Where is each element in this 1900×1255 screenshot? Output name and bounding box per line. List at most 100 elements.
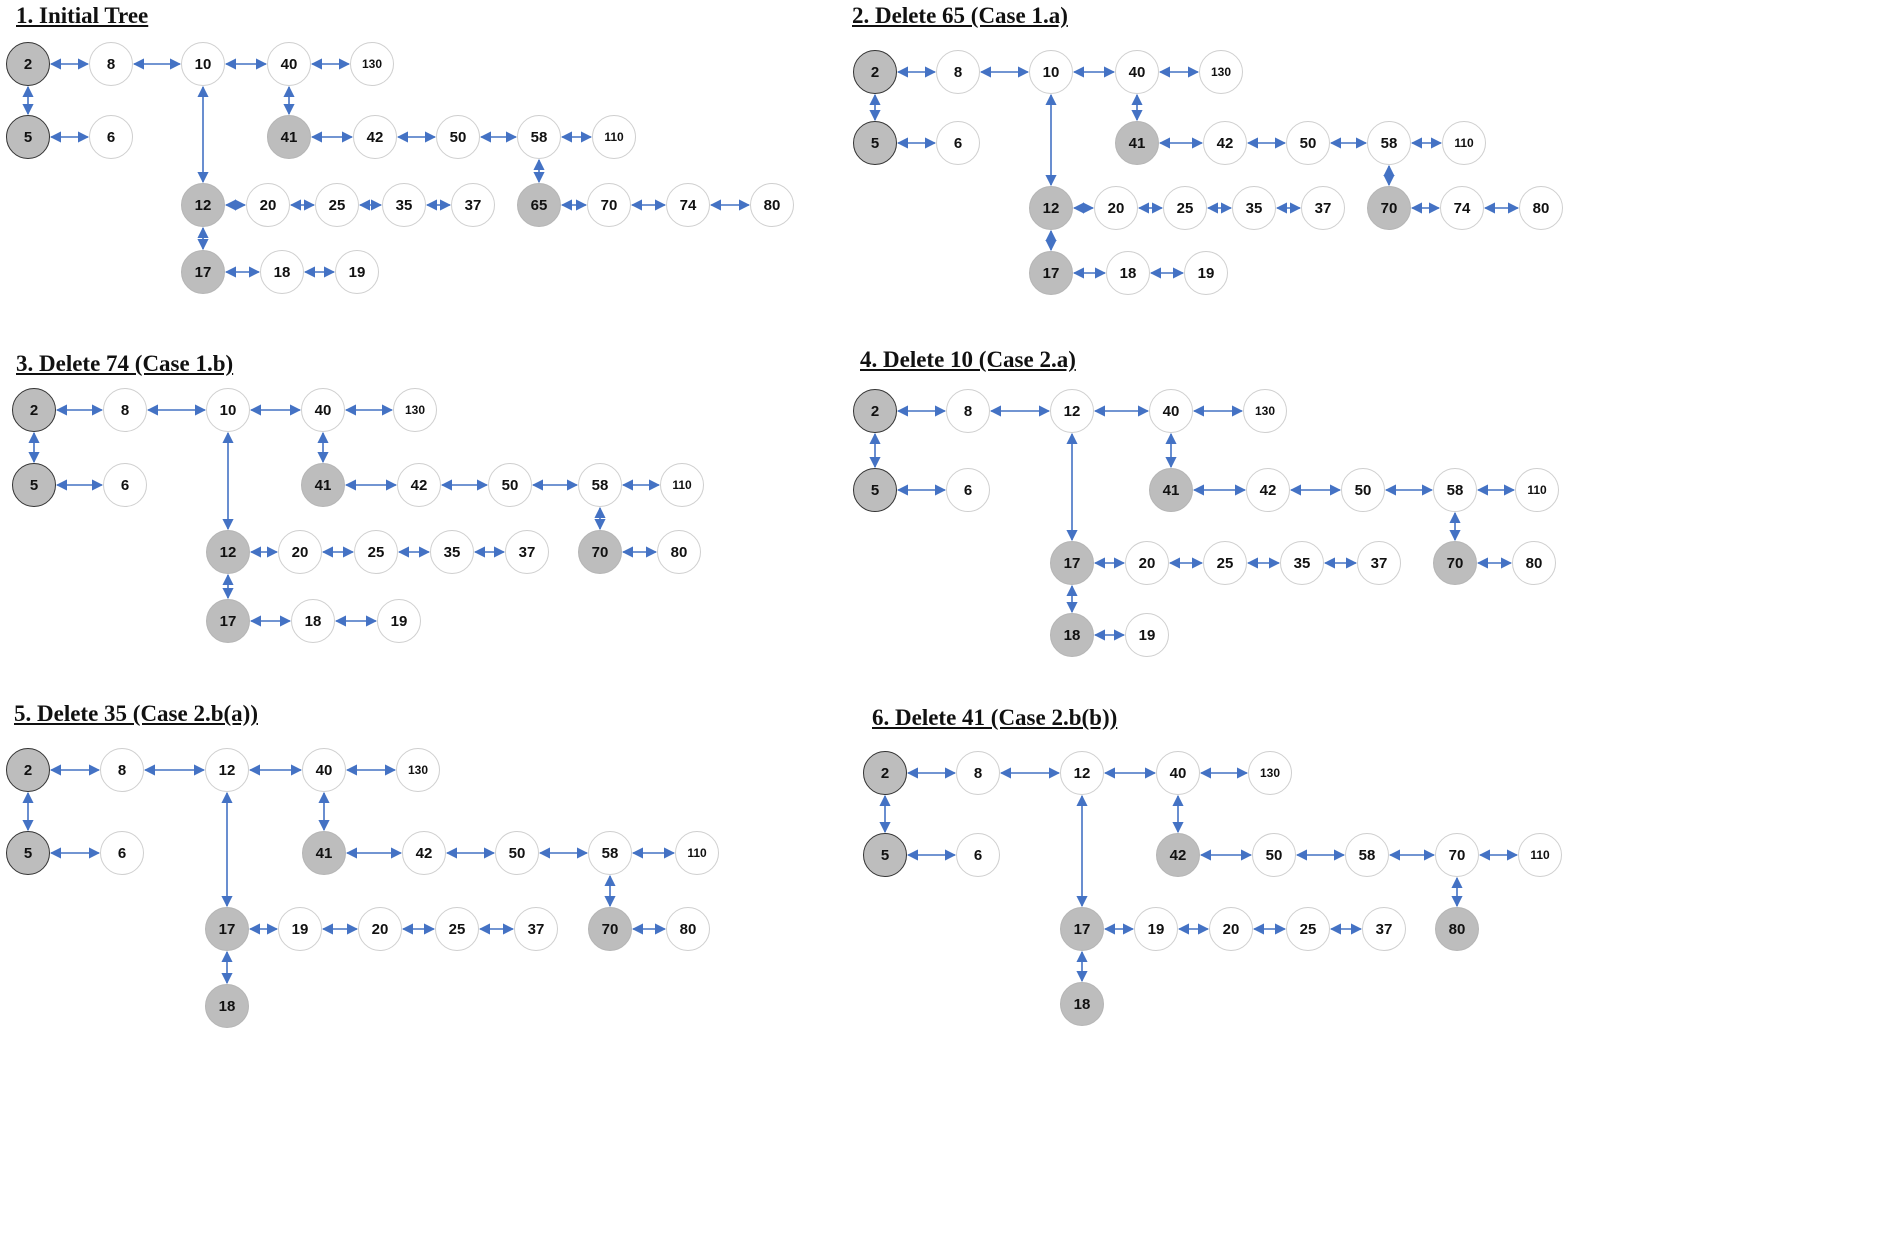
- panel-6-node-12: 12: [1060, 751, 1104, 795]
- panel-2-node-25: 25: [1163, 186, 1207, 230]
- panel-2-node-42: 42: [1203, 121, 1247, 165]
- panel-4-node-58: 58: [1433, 468, 1477, 512]
- panel-6-node-5: 5: [863, 833, 907, 877]
- panel-6-node-130: 130: [1248, 751, 1292, 795]
- panel-2-node-2: 2: [853, 50, 897, 94]
- panel-6-node-20: 20: [1209, 907, 1253, 951]
- panel-5-node-40: 40: [302, 748, 346, 792]
- panel-4-node-80: 80: [1512, 541, 1556, 585]
- panel-1-node-25: 25: [315, 183, 359, 227]
- panel-4-node-17: 17: [1050, 541, 1094, 585]
- panel-3-node-80: 80: [657, 530, 701, 574]
- panel-5-node-20: 20: [358, 907, 402, 951]
- panel-5-title: 5. Delete 35 (Case 2.b(a)): [14, 701, 258, 726]
- panel-4-node-130: 130: [1243, 389, 1287, 433]
- panel-1-node-41: 41: [267, 115, 311, 159]
- panel-6-node-19: 19: [1134, 907, 1178, 951]
- panel-6-node-37: 37: [1362, 907, 1406, 951]
- panel-1-node-80: 80: [750, 183, 794, 227]
- panel-5-node-17: 17: [205, 907, 249, 951]
- panel-5-node-50: 50: [495, 831, 539, 875]
- panel-1-node-65: 65: [517, 183, 561, 227]
- panel-4-node-6: 6: [946, 468, 990, 512]
- panel-6-node-8: 8: [956, 751, 1000, 795]
- panel-1-node-18: 18: [260, 250, 304, 294]
- panel-3-node-35: 35: [430, 530, 474, 574]
- panel-4-node-20: 20: [1125, 541, 1169, 585]
- panel-6-node-18: 18: [1060, 982, 1104, 1026]
- diagram-page: 1. Initial Tree 2. Delete 65 (Case 1.a) …: [6, 3, 1563, 1028]
- panel-1-node-8: 8: [89, 42, 133, 86]
- panel-3-node-50: 50: [488, 463, 532, 507]
- panel-5-node-19: 19: [278, 907, 322, 951]
- panel-2-node-10: 10: [1029, 50, 1073, 94]
- panel-4-node-40: 40: [1149, 389, 1193, 433]
- panel-1-node-17: 17: [181, 250, 225, 294]
- panel-4-node-18: 18: [1050, 613, 1094, 657]
- panel-2-node-50: 50: [1286, 121, 1330, 165]
- panel-4-node-110: 110: [1515, 468, 1559, 512]
- panel-2-node-110: 110: [1442, 121, 1486, 165]
- panel-5-node-58: 58: [588, 831, 632, 875]
- panel-3-node-6: 6: [103, 463, 147, 507]
- panel-6-node-50: 50: [1252, 833, 1296, 877]
- panel-1-node-19: 19: [335, 250, 379, 294]
- panel-4-node-5: 5: [853, 468, 897, 512]
- panel-2-node-130: 130: [1199, 50, 1243, 94]
- panel-1-node-6: 6: [89, 115, 133, 159]
- panel-6-title: 6. Delete 41 (Case 2.b(b)): [872, 705, 1118, 730]
- panel-3-node-19: 19: [377, 599, 421, 643]
- panel-1-node-35: 35: [382, 183, 426, 227]
- panel-2-node-12: 12: [1029, 186, 1073, 230]
- panel-5-node-41: 41: [302, 831, 346, 875]
- panel-4-node-37: 37: [1357, 541, 1401, 585]
- panel-3-node-42: 42: [397, 463, 441, 507]
- panel-2-node-40: 40: [1115, 50, 1159, 94]
- panel-1-node-40: 40: [267, 42, 311, 86]
- panel-3-node-25: 25: [354, 530, 398, 574]
- panel-2-node-6: 6: [936, 121, 980, 165]
- panel-1-node-74: 74: [666, 183, 710, 227]
- panel-6-node-110: 110: [1518, 833, 1562, 877]
- panel-5-node-12: 12: [205, 748, 249, 792]
- panel-3-node-130: 130: [393, 388, 437, 432]
- panel-4-title: 4. Delete 10 (Case 2.a): [860, 347, 1076, 372]
- panel-1-title: 1. Initial Tree: [16, 3, 149, 28]
- panel-4-node-2: 2: [853, 389, 897, 433]
- panel-4-node-35: 35: [1280, 541, 1324, 585]
- panel-1-node-12: 12: [181, 183, 225, 227]
- panel-4-node-70: 70: [1433, 541, 1477, 585]
- panel-6-node-40: 40: [1156, 751, 1200, 795]
- panel-3-node-58: 58: [578, 463, 622, 507]
- panel-5-node-6: 6: [100, 831, 144, 875]
- panel-3-node-18: 18: [291, 599, 335, 643]
- panel-2-title: 2. Delete 65 (Case 1.a): [852, 3, 1068, 28]
- panel-6-node-58: 58: [1345, 833, 1389, 877]
- panel-2-node-70: 70: [1367, 186, 1411, 230]
- panel-5-node-130: 130: [396, 748, 440, 792]
- panel-5-node-25: 25: [435, 907, 479, 951]
- panel-2-node-37: 37: [1301, 186, 1345, 230]
- panel-1-node-130: 130: [350, 42, 394, 86]
- panel-3-node-17: 17: [206, 599, 250, 643]
- panel-3-node-37: 37: [505, 530, 549, 574]
- panel-2-node-35: 35: [1232, 186, 1276, 230]
- panel-5-node-18: 18: [205, 984, 249, 1028]
- panel-2-node-8: 8: [936, 50, 980, 94]
- panel-2-node-58: 58: [1367, 121, 1411, 165]
- panel-5-node-70: 70: [588, 907, 632, 951]
- panel-4-node-41: 41: [1149, 468, 1193, 512]
- panel-2-node-19: 19: [1184, 251, 1228, 295]
- panel-2-node-18: 18: [1106, 251, 1150, 295]
- panel-3-node-10: 10: [206, 388, 250, 432]
- panel-2-node-20: 20: [1094, 186, 1138, 230]
- panel-1-node-70: 70: [587, 183, 631, 227]
- panel-3-node-20: 20: [278, 530, 322, 574]
- panel-4-node-8: 8: [946, 389, 990, 433]
- panel-3-node-2: 2: [12, 388, 56, 432]
- panel-5-node-37: 37: [514, 907, 558, 951]
- panel-1-node-5: 5: [6, 115, 50, 159]
- panel-5-node-110: 110: [675, 831, 719, 875]
- panel-1-node-110: 110: [592, 115, 636, 159]
- panel-5-node-2: 2: [6, 748, 50, 792]
